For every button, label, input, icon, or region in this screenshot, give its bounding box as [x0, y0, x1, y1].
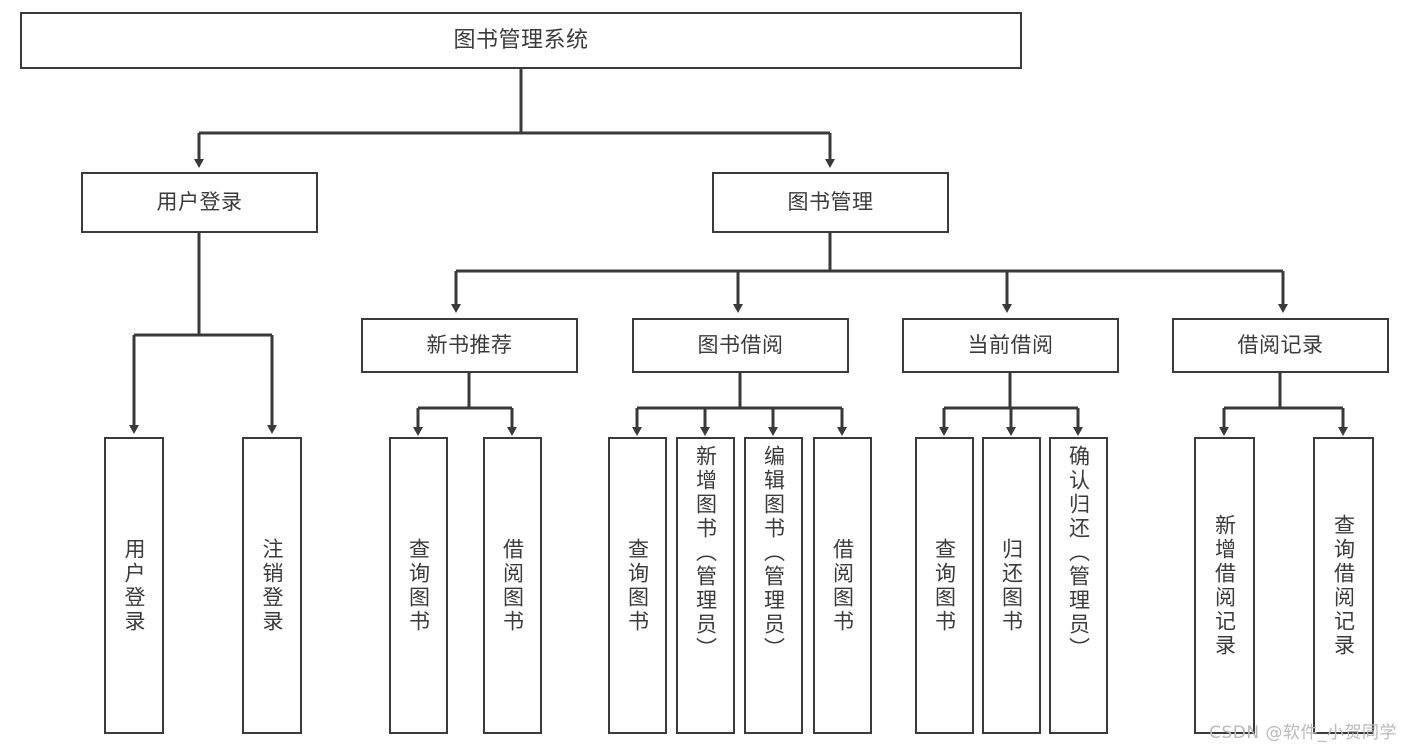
leaf-return-books[interactable]: 归还图书: [982, 437, 1041, 734]
leaf-query-borrow-record[interactable]: 查询借阅记录: [1313, 437, 1374, 734]
node-label: 当前借阅: [967, 333, 1054, 358]
node-current-borrowing[interactable]: 当前借阅: [902, 318, 1119, 373]
leaf-borrow-books[interactable]: 借阅图书: [813, 437, 872, 734]
leaf-edit-book-admin[interactable]: 编辑图书（管理员）: [744, 437, 803, 734]
node-root-book-management-system[interactable]: 图书管理系统: [20, 12, 1022, 69]
node-label: 查询图书: [625, 537, 650, 634]
node-label: 查询借阅记录: [1331, 513, 1356, 658]
leaf-user-login[interactable]: 用户登录: [104, 437, 164, 734]
node-label: 查询图书: [406, 537, 431, 634]
leaf-borrow-books-recommend[interactable]: 借阅图书: [483, 437, 542, 734]
node-label: 借阅图书: [830, 537, 855, 634]
leaf-query-books-recommend[interactable]: 查询图书: [389, 437, 448, 734]
node-label: 新增借阅记录: [1212, 513, 1237, 658]
node-label: 用户登录: [156, 190, 243, 215]
leaf-add-book-admin[interactable]: 新增图书（管理员）: [676, 437, 735, 734]
node-label: 图书管理系统: [453, 27, 589, 53]
node-new-book-recommendation[interactable]: 新书推荐: [361, 318, 578, 373]
leaf-confirm-return-admin[interactable]: 确认归还（管理员）: [1049, 437, 1108, 734]
node-book-management[interactable]: 图书管理: [712, 172, 949, 233]
node-label: 图书管理: [787, 190, 874, 215]
node-book-borrowing[interactable]: 图书借阅: [632, 318, 849, 373]
node-user-login[interactable]: 用户登录: [81, 172, 318, 233]
node-label: 确认归还（管理员）: [1066, 445, 1091, 661]
node-label: 归还图书: [999, 537, 1024, 634]
leaf-logout[interactable]: 注销登录: [242, 437, 302, 734]
leaf-add-borrow-record[interactable]: 新增借阅记录: [1194, 437, 1255, 734]
node-label: 借阅图书: [500, 537, 525, 634]
node-label: 借阅记录: [1237, 333, 1324, 358]
watermark-text: CSDN @软件_小贺同学: [1209, 723, 1397, 743]
node-label: 注销登录: [260, 537, 285, 634]
node-label: 编辑图书（管理员）: [761, 445, 786, 661]
node-label: 新书推荐: [426, 333, 513, 358]
leaf-query-books-current[interactable]: 查询图书: [915, 437, 974, 734]
node-label: 查询图书: [932, 537, 957, 634]
node-borrow-records[interactable]: 借阅记录: [1172, 318, 1389, 373]
node-label: 用户登录: [122, 537, 147, 634]
node-label: 图书借阅: [697, 333, 784, 358]
node-label: 新增图书（管理员）: [693, 445, 718, 661]
leaf-query-books-borrow[interactable]: 查询图书: [608, 437, 667, 734]
